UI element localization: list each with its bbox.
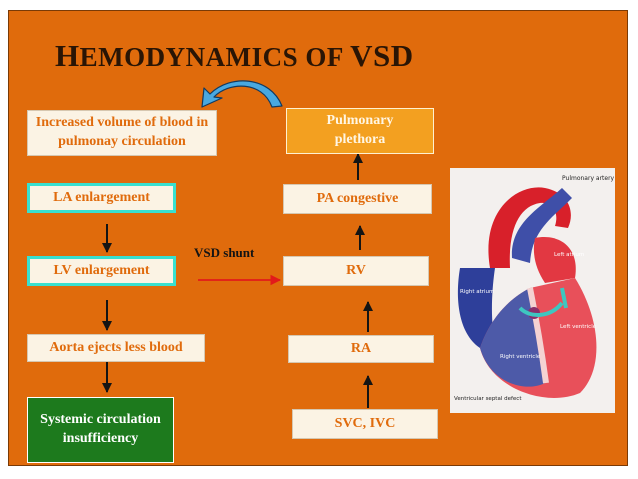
vsd-shunt-label: VSD shunt [194, 245, 255, 260]
box-la-enlargement: LA enlargement [27, 183, 176, 213]
heart-illustration: Pulmonary artery Left atrium Right atriu… [450, 168, 615, 413]
heart-label-right-ventricle: Right ventricle [500, 354, 541, 360]
title-initial: H [55, 38, 80, 73]
box-increased-pulmonary-volume: Increased volume of blood in pulmonay ci… [27, 110, 217, 156]
heart-label-septal-defect: Ventricular septal defect [454, 396, 522, 402]
page-title: HEMODYNAMICS OF VSD [55, 38, 414, 74]
box-svc-ivc: SVC, IVC [292, 409, 438, 439]
heart-label-left-atrium: Left atrium [554, 252, 584, 258]
cycle-arrow [201, 80, 283, 108]
title-suffix: VSD [350, 38, 414, 73]
box-lv-enlargement: LV enlargement [27, 256, 176, 286]
box-ra: RA [288, 335, 434, 363]
box-rv: RV [283, 256, 429, 286]
title-main: EMODYNAMICS OF [79, 42, 343, 72]
heart-label-right-atrium: Right atrium [460, 289, 494, 295]
box-systemic-insufficiency: Systemic circulation insufficiency [27, 397, 174, 463]
box-pulmonary-plethora: Pulmonary plethora [286, 108, 434, 154]
box-pa-congestive: PA congestive [283, 184, 432, 214]
heart-label-pulmonary-artery: Pulmonary artery [562, 175, 615, 182]
heart-label-left-ventricle: Left ventricle [560, 324, 597, 330]
box-aorta-ejects-less: Aorta ejects less blood [27, 334, 205, 362]
